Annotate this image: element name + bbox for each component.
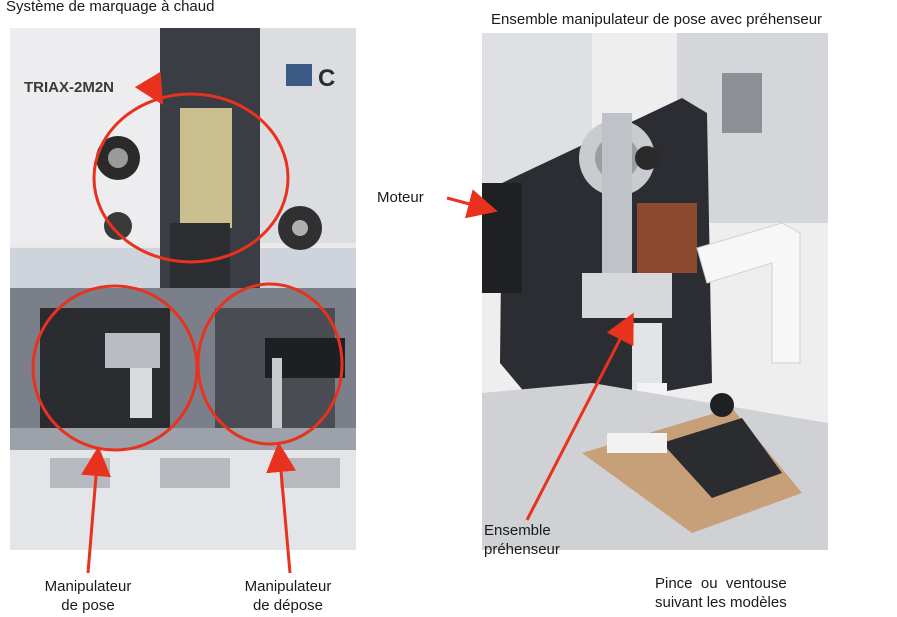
label-motor: Moteur bbox=[377, 189, 424, 206]
label-gripper-assembly-line1: Ensemble bbox=[484, 522, 551, 539]
machine-model-text: TRIAX-2M2N bbox=[24, 79, 114, 96]
label-placement-manipulator-line1: Manipulateur bbox=[44, 578, 132, 595]
label-gripper-assembly: Ensemble préhenseur bbox=[484, 521, 560, 559]
label-placement-manipulator-assembly: Ensemble manipulateur de pose avec préhe… bbox=[491, 11, 823, 28]
label-placement-manipulator: Manipulateur de pose bbox=[28, 577, 148, 615]
label-removal-manipulator: Manipulateur de dépose bbox=[228, 577, 348, 615]
machine-left-illustration: TRIAX-2M2N C bbox=[10, 28, 356, 550]
label-gripper-assembly-line2: préhenseur bbox=[484, 541, 560, 558]
label-removal-manipulator-line1: Manipulateur bbox=[244, 578, 332, 595]
label-removal-manipulator-line2: de dépose bbox=[252, 597, 324, 614]
label-clamp-or-suction: Pince ou ventouse suivant les modèles bbox=[655, 574, 787, 612]
machine-right-illustration bbox=[482, 33, 828, 550]
label-hot-marking-system: Système de marquage à chaud bbox=[6, 0, 215, 15]
machine-photo-right bbox=[482, 33, 828, 550]
label-placement-manipulator-line2: de pose bbox=[61, 597, 115, 614]
brand-logo-text: C bbox=[318, 65, 335, 92]
label-clamp-line1: Pince ou ventouse bbox=[655, 575, 787, 592]
machine-photo-left: TRIAX-2M2N C bbox=[10, 28, 356, 550]
label-clamp-line2: suivant les modèles bbox=[655, 594, 787, 611]
